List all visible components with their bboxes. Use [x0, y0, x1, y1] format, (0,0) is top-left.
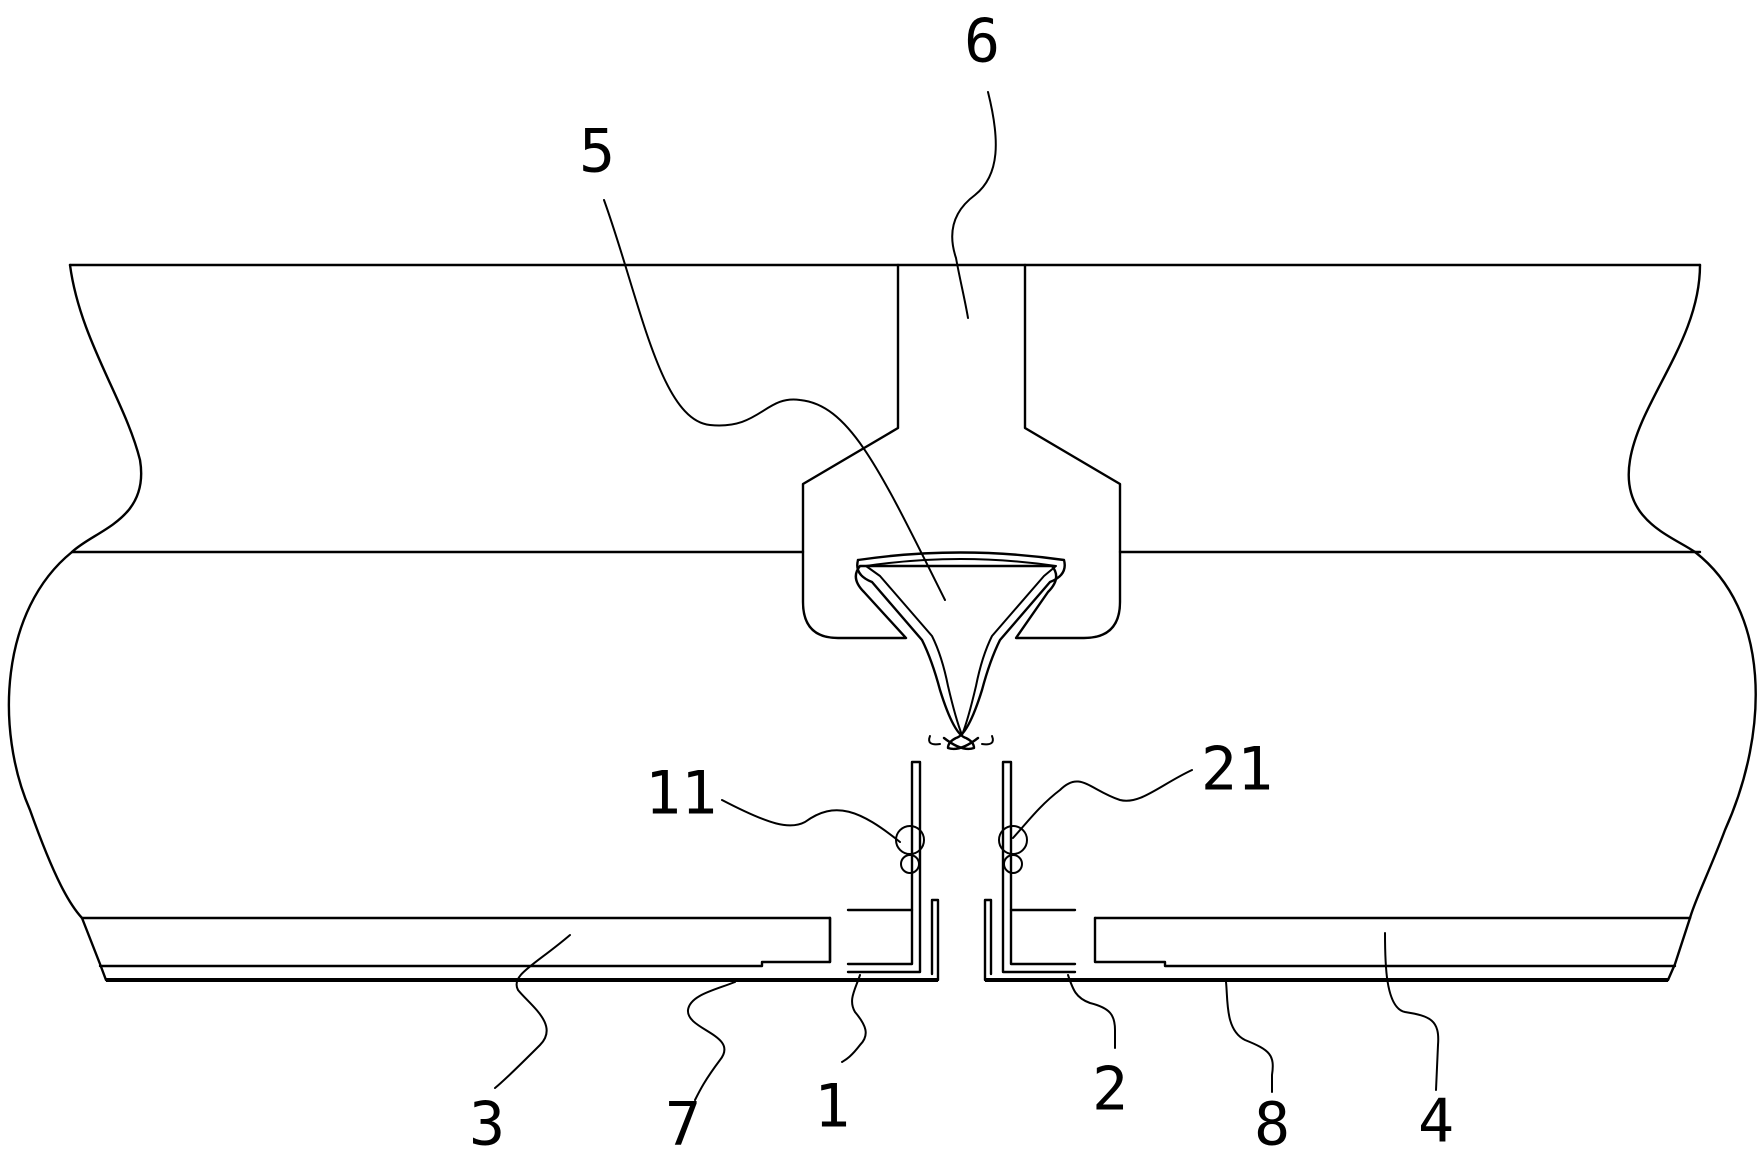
hanger-bracket-6 — [801, 263, 1122, 640]
label-7: 7 — [665, 1090, 701, 1160]
leader-6 — [951, 91, 997, 319]
housing-outline — [7, 263, 1757, 982]
leader-11 — [721, 799, 901, 843]
leader-7 — [686, 981, 736, 1101]
profile-1 — [846, 760, 940, 982]
spring-clip-5 — [856, 551, 1066, 751]
leader-1 — [841, 974, 867, 1063]
label-6: 6 — [964, 7, 1000, 77]
profile-2-outer — [983, 898, 993, 982]
panel-3 — [98, 916, 832, 968]
profile-2 — [983, 760, 1077, 982]
panel-4 — [1093, 916, 1677, 968]
housing-base-taper-right — [1666, 916, 1692, 982]
leader-4 — [1384, 932, 1440, 1091]
spring-clip-hook-left — [928, 735, 941, 746]
housing-right-belly — [1688, 550, 1757, 920]
label-4: 4 — [1418, 1087, 1454, 1157]
spring-clip-inner — [865, 558, 1057, 736]
housing-left-neck — [68, 263, 143, 554]
panel-3-body — [98, 916, 832, 968]
profile-1-inner-L — [846, 908, 914, 966]
panel-4-body — [1093, 916, 1677, 968]
leader-3 — [494, 934, 571, 1089]
label-8: 8 — [1254, 1090, 1290, 1160]
profile-1-outer — [930, 898, 940, 982]
housing-right-neck — [1627, 263, 1702, 554]
leader-21 — [1012, 769, 1193, 839]
leader-lines — [494, 91, 1440, 1101]
leader-2 — [1067, 974, 1116, 1049]
leader-5 — [603, 199, 946, 601]
hanger-bracket-outline — [801, 263, 1122, 640]
spring-clip-outer — [856, 551, 1066, 751]
reference-labels: 6 5 11 21 3 7 1 2 8 4 — [469, 7, 1454, 1160]
spring-clip-hook-right — [981, 735, 994, 746]
label-3: 3 — [469, 1090, 505, 1160]
label-21: 21 — [1201, 735, 1273, 805]
leader-8 — [1225, 981, 1274, 1093]
label-1: 1 — [814, 1072, 850, 1142]
profile-2-bead-lower — [1003, 854, 1023, 874]
profile-1-bead-lower — [900, 854, 920, 874]
profile-1-arm — [846, 760, 922, 974]
profile-2-inner-L — [1009, 908, 1077, 966]
profile-2-arm — [1001, 760, 1077, 974]
spring-clip-outer-left — [856, 558, 976, 751]
housing-left-belly — [7, 550, 84, 920]
label-11: 11 — [645, 759, 717, 829]
label-2: 2 — [1092, 1055, 1128, 1125]
housing-base-taper-left — [80, 916, 108, 982]
label-5: 5 — [579, 117, 615, 187]
